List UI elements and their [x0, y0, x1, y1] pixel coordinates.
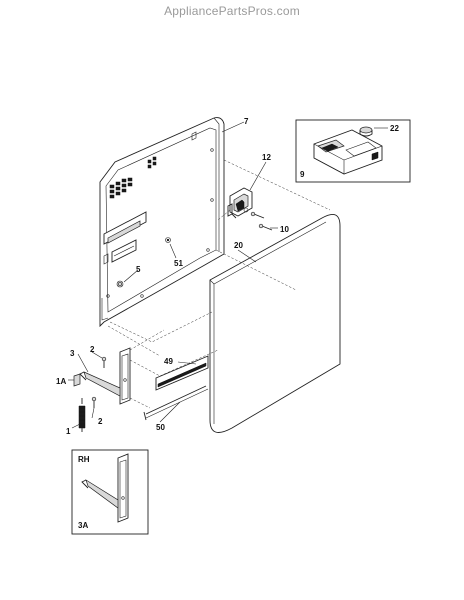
callout-20: 20 [234, 241, 243, 250]
callout-5: 5 [136, 265, 141, 274]
callout-51: 51 [174, 259, 183, 268]
callout-labels: 7 12 10 20 51 5 49 50 3 2 1A 2 1 [56, 117, 289, 436]
callout-2-upper: 2 [90, 345, 95, 354]
rh-hinge-inset: RH 3A [71, 449, 149, 535]
door-spring [78, 398, 86, 432]
part-51-fastener [165, 237, 171, 243]
inner-door-panel [99, 117, 225, 328]
callout-3: 3 [70, 349, 75, 358]
inset-side-label: RH [78, 455, 90, 464]
door-hinge-assembly [79, 347, 131, 405]
callout-22: 22 [390, 124, 399, 133]
door-bottom-seal [155, 355, 209, 391]
hinge-screws [91, 356, 107, 408]
callout-1A: 1A [56, 377, 66, 386]
door-kick-rod [143, 385, 209, 421]
latch-screws [250, 211, 273, 231]
callout-1: 1 [66, 427, 71, 436]
callout-50: 50 [156, 423, 165, 432]
leader-lines [68, 121, 278, 429]
callout-7: 7 [244, 117, 249, 126]
vent-grille [109, 177, 133, 199]
part-5-fastener [116, 280, 124, 288]
outer-door-panel [209, 213, 341, 433]
callout-10: 10 [280, 225, 289, 234]
door-latch-assembly [227, 187, 253, 219]
callout-9: 9 [300, 170, 305, 179]
dispenser-inset: 22 9 [295, 119, 411, 183]
upper-vent-slots [147, 156, 157, 169]
callout-2-lower: 2 [98, 417, 103, 426]
site-watermark: AppliancePartsPros.com [164, 4, 300, 18]
inset-part-label: 3A [78, 521, 88, 530]
callout-49: 49 [164, 357, 173, 366]
hinge-clip [73, 373, 81, 387]
callout-12: 12 [262, 153, 271, 162]
